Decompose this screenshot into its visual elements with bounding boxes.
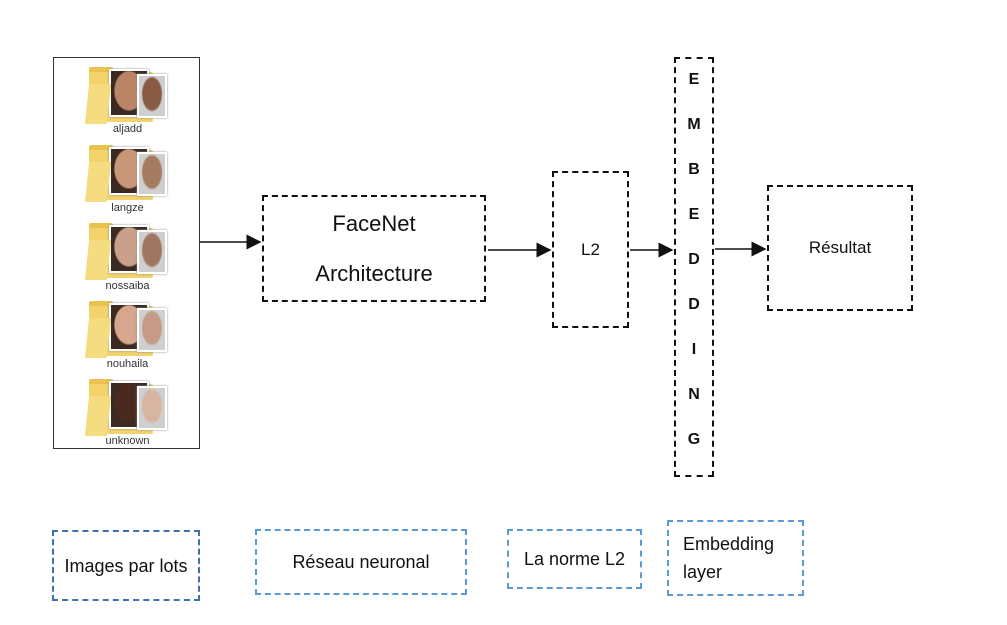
face-photo — [137, 152, 167, 196]
face-photo — [137, 74, 167, 118]
result-box: Résultat — [767, 185, 913, 311]
folder-label: unknown — [105, 435, 150, 447]
face-photo — [137, 386, 167, 430]
legend-images-label: Images par lots — [64, 555, 188, 576]
embedding-letter: I — [691, 341, 697, 358]
folder-icon — [84, 378, 167, 448]
folder-label: aljadd — [112, 123, 143, 135]
legend-embedding: Embedding layer — [667, 520, 804, 596]
folder-icon — [84, 222, 167, 292]
legend-norme-label: La norme L2 — [523, 549, 626, 569]
embedding-letter: D — [688, 296, 700, 313]
folder-label: nossaiba — [105, 280, 150, 292]
embedding-box: E M B E D D I N G — [674, 57, 714, 477]
folder-icon — [84, 300, 167, 370]
facenet-title: FaceNet — [332, 210, 416, 236]
embedding-letter: E — [688, 71, 700, 88]
folder-label: langze — [111, 202, 144, 214]
result-label: Résultat — [808, 238, 872, 257]
embedding-letter: M — [687, 116, 701, 133]
folder-icon — [84, 144, 167, 214]
image-batch-panel: aljadd langze nossaiba nouhaila unknown — [53, 57, 200, 449]
face-photo — [137, 308, 167, 352]
l2-box: L2 — [552, 171, 629, 328]
embedding-letter: B — [688, 161, 700, 178]
embedding-letter: D — [688, 251, 700, 268]
face-photo — [137, 230, 167, 274]
embedding-letter: N — [688, 386, 700, 403]
facenet-box: FaceNet Architecture — [262, 195, 486, 302]
legend-embedding-label: Embedding layer — [683, 534, 775, 582]
legend-images: Images par lots — [52, 530, 200, 601]
embedding-letter: E — [688, 206, 700, 223]
embedding-letter: G — [687, 431, 701, 448]
folder-icon — [84, 66, 167, 136]
legend-reseau: Réseau neuronal — [255, 529, 467, 595]
legend-reseau-label: Réseau neuronal — [292, 552, 430, 572]
legend-norme: La norme L2 — [507, 529, 642, 589]
facenet-subtitle: Architecture — [315, 260, 433, 286]
l2-label: L2 — [581, 239, 600, 259]
folder-label: nouhaila — [106, 358, 149, 370]
